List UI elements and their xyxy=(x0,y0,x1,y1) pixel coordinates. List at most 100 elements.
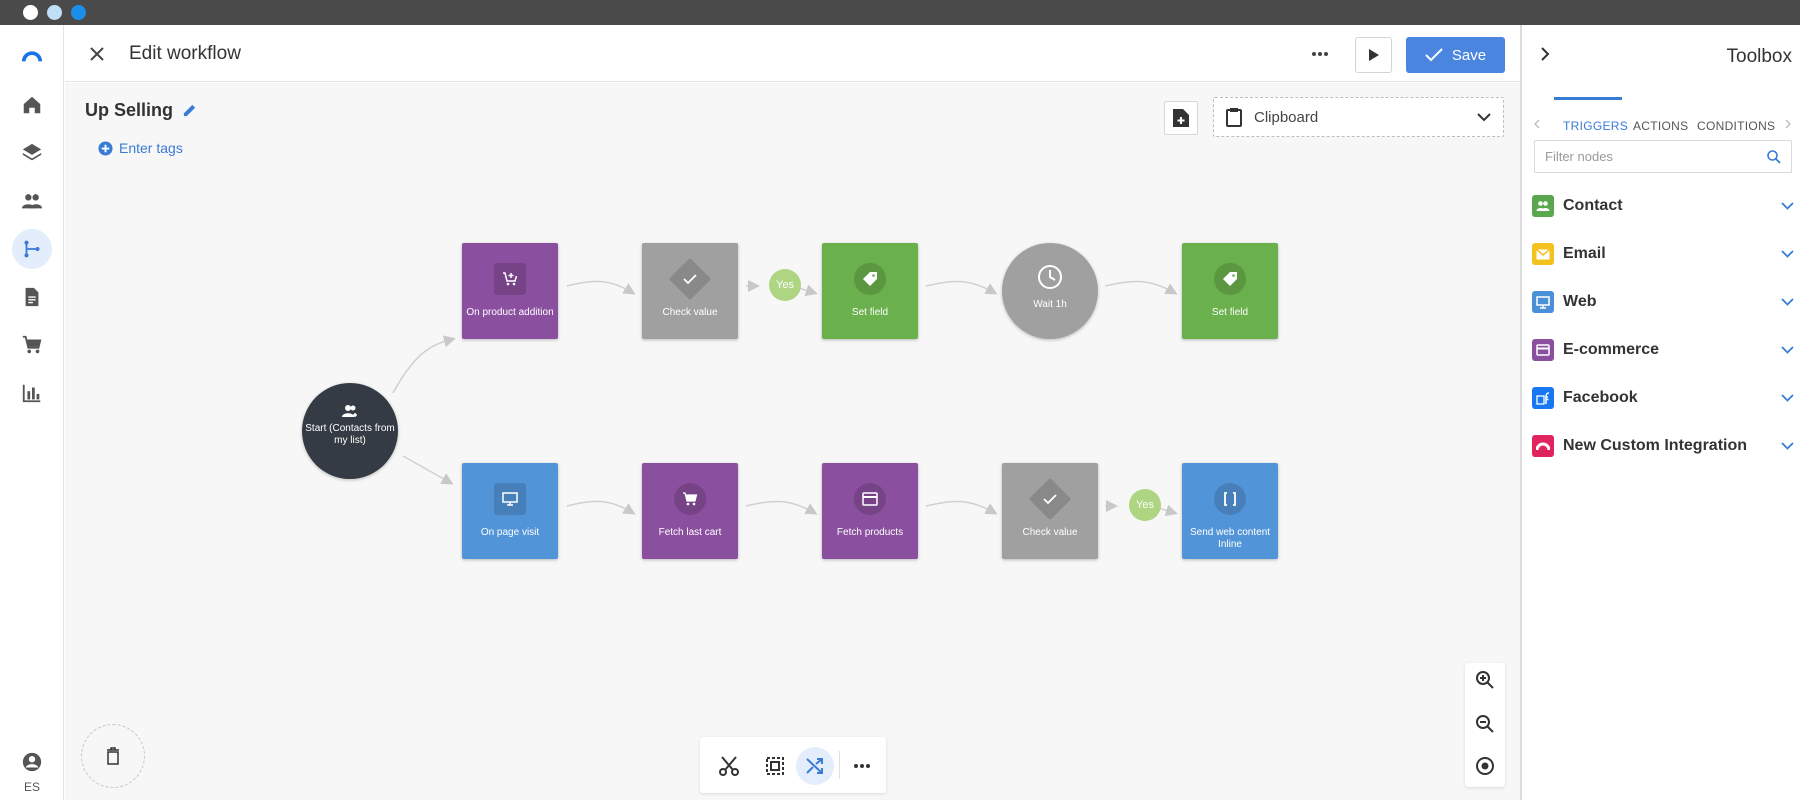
category-label: Facebook xyxy=(1563,389,1638,406)
shuffle-icon xyxy=(806,758,823,774)
node-fetch-last-cart[interactable]: Fetch last cart xyxy=(642,463,738,559)
cart-icon[interactable] xyxy=(12,325,52,365)
more-options-button[interactable] xyxy=(1305,41,1335,67)
workflow-name-text: Up Selling xyxy=(85,100,174,120)
desktop-icon xyxy=(1532,291,1554,313)
canvas-toolbar xyxy=(700,737,886,793)
language-label[interactable]: ES xyxy=(23,780,40,794)
node-label: Set field xyxy=(851,307,889,318)
start-node[interactable]: Start (Contacts from my list) xyxy=(302,383,398,479)
left-navigation: ES xyxy=(0,25,64,800)
category-contact[interactable]: Contact xyxy=(1532,188,1794,224)
save-button[interactable]: Save xyxy=(1406,37,1505,73)
search-icon xyxy=(1767,149,1781,164)
tag-icon xyxy=(1214,263,1246,295)
tab-conditions[interactable]: CONDITIONS xyxy=(1697,119,1776,133)
window-close-dot[interactable] xyxy=(23,5,38,20)
workflow-canvas[interactable]: Up Selling Enter tags Clipboard xyxy=(65,83,1520,800)
tab-triggers[interactable]: TRIGGERS xyxy=(1563,119,1629,133)
clipboard-label: Clipboard xyxy=(1254,108,1319,126)
category-email[interactable]: Email xyxy=(1532,236,1794,272)
toolbar-more-button[interactable] xyxy=(843,747,881,785)
chevron-down-icon xyxy=(1781,442,1794,450)
toolbox-panel: Toolbox TRIGGERS ACTIONS CONDITIONS Cont… xyxy=(1520,25,1800,800)
auto-layout-button[interactable] xyxy=(796,747,834,785)
save-button-label: Save xyxy=(1451,46,1487,64)
window-maximize-dot[interactable] xyxy=(71,5,86,20)
zoom-out-button[interactable] xyxy=(1470,709,1500,739)
recenter-button[interactable] xyxy=(1470,751,1500,781)
tab-actions[interactable]: ACTIONS xyxy=(1633,119,1689,133)
edit-pencil-icon[interactable] xyxy=(182,103,197,118)
contacts-icon xyxy=(1532,195,1554,217)
integration-icon xyxy=(1532,435,1554,457)
yes-branch-badge: Yes xyxy=(769,269,801,301)
select-all-button[interactable] xyxy=(756,747,794,785)
window-minimize-dot[interactable] xyxy=(47,5,62,20)
tabs-scroll-left[interactable] xyxy=(1530,117,1544,131)
cut-button[interactable] xyxy=(710,747,748,785)
chevron-down-icon xyxy=(1781,394,1794,402)
toolbar-divider xyxy=(839,751,840,779)
category-new-custom-integration[interactable]: New Custom Integration xyxy=(1532,428,1794,464)
yes-branch-badge: Yes xyxy=(1129,489,1161,521)
delete-drop-zone[interactable] xyxy=(81,724,145,788)
tabs-scroll-right[interactable] xyxy=(1781,117,1795,131)
toolbox-title: Toolbox xyxy=(1726,46,1793,67)
edge-start-to-bottom xyxy=(402,455,454,485)
trash-icon xyxy=(107,747,119,765)
node-on-product-addition[interactable]: On product addition xyxy=(462,243,558,339)
chevron-right-icon xyxy=(1785,119,1791,129)
active-tab-indicator xyxy=(1554,97,1622,100)
page-title: Edit workflow xyxy=(129,43,241,64)
node-check-value-bottom[interactable]: Check value xyxy=(1002,463,1098,559)
close-button[interactable] xyxy=(84,41,110,67)
filter-nodes-field[interactable] xyxy=(1534,140,1792,173)
edge-start-to-top xyxy=(392,335,456,394)
add-to-clipboard-button[interactable] xyxy=(1164,101,1198,135)
edge-bottom-1 xyxy=(566,500,636,515)
workflow-icon[interactable] xyxy=(12,229,52,269)
node-label: Check value xyxy=(1022,527,1078,538)
node-label: On page visit xyxy=(480,527,540,538)
enter-tags-link[interactable]: Enter tags xyxy=(98,140,183,156)
brackets-icon xyxy=(1214,483,1246,515)
node-fetch-products[interactable]: Fetch products xyxy=(822,463,918,559)
add-shopping-cart-icon xyxy=(494,263,526,295)
node-check-value-top[interactable]: Check value xyxy=(642,243,738,339)
start-node-label: Start (Contacts from my list) xyxy=(305,423,395,446)
node-set-field-1[interactable]: Set field xyxy=(822,243,918,339)
header-bar: Edit workflow Save xyxy=(65,25,1520,82)
layers-icon[interactable] xyxy=(12,133,52,173)
tag-icon xyxy=(854,263,886,295)
zoom-in-button[interactable] xyxy=(1470,665,1500,695)
workflow-name: Up Selling xyxy=(85,100,197,121)
node-set-field-2[interactable]: Set field xyxy=(1182,243,1278,339)
user-avatar-icon[interactable] xyxy=(12,750,52,774)
clipboard-dropdown[interactable]: Clipboard xyxy=(1213,97,1504,137)
zoom-controls xyxy=(1465,663,1505,787)
node-label: Wait 1h xyxy=(1033,299,1067,310)
node-on-page-visit[interactable]: On page visit xyxy=(462,463,558,559)
clipboard-icon xyxy=(1226,108,1242,127)
group-add-icon xyxy=(334,395,366,427)
facebook-icon xyxy=(1532,387,1554,409)
toolbox-tabs: TRIGGERS ACTIONS CONDITIONS xyxy=(1522,97,1800,157)
home-icon[interactable] xyxy=(12,85,52,125)
category-e-commerce[interactable]: E-commerce xyxy=(1532,332,1794,368)
edge-top-4 xyxy=(1104,280,1178,295)
category-web[interactable]: Web xyxy=(1532,284,1794,320)
node-label: Check value xyxy=(662,307,718,318)
chart-icon[interactable] xyxy=(12,373,52,413)
run-workflow-button[interactable] xyxy=(1355,37,1392,73)
filter-nodes-input[interactable] xyxy=(1545,149,1767,164)
credit-card-icon xyxy=(854,483,886,515)
logo-icon[interactable] xyxy=(12,35,52,75)
node-send-web-content-inline[interactable]: Send web content Inline xyxy=(1182,463,1278,559)
node-wait-1h[interactable]: Wait 1h xyxy=(1002,243,1098,339)
document-icon[interactable] xyxy=(12,277,52,317)
collapse-toolbox-button[interactable] xyxy=(1534,43,1556,65)
window-titlebar xyxy=(0,0,1800,25)
category-facebook[interactable]: Facebook xyxy=(1532,380,1794,416)
contacts-icon[interactable] xyxy=(12,181,52,221)
